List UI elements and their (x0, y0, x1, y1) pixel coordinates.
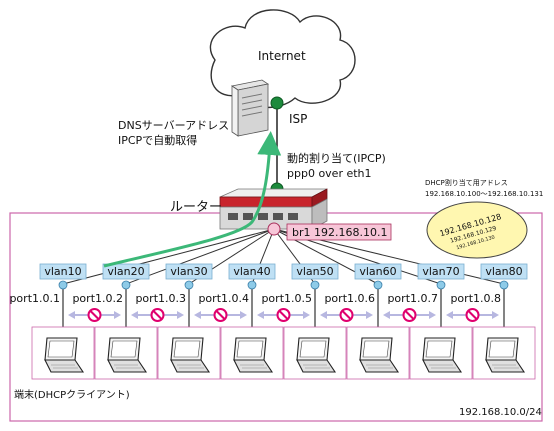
block-arrow-head (303, 311, 310, 319)
dhcp-pool-ellipse (426, 201, 528, 259)
vlan-label-box (480, 263, 528, 280)
vlan-label: vlan30 (170, 265, 207, 278)
bridge-dot (267, 222, 281, 236)
ipcp-note-line-2: ppp0 over eth1 (287, 167, 372, 180)
port-label: port1.0.7 (387, 292, 438, 305)
dns-note-line-2: IPCPで自動取得 (118, 133, 197, 147)
block-arrow-head (177, 311, 184, 319)
port-dot (499, 280, 509, 290)
port-dot (121, 280, 131, 290)
lan-layer: vlan10 port1.0.1 vlan20 port1.0.2 vlan30 port… (9, 228, 536, 380)
ipcp-note: 動的割り当て(IPCP) ppp0 over eth1 (287, 151, 389, 180)
port-label: port1.0.6 (324, 292, 375, 305)
block-arrow-head (366, 311, 373, 319)
blocked-forwarding-marker (383, 308, 436, 322)
isp-port-dot (270, 96, 284, 110)
laptop-icon (485, 337, 526, 373)
blocked-forwarding-marker (320, 308, 373, 322)
laptop-icon (44, 337, 85, 373)
no-entry-slash (341, 310, 352, 320)
dhcp-title-line-1: DHCP割り当て用アドレス (425, 178, 508, 187)
no-entry-slash (89, 310, 100, 320)
laptop-icon (296, 337, 337, 373)
block-arrow-head (446, 311, 453, 319)
port-label: port1.0.5 (261, 292, 312, 305)
router-label: ルーター (170, 200, 222, 215)
blocked-forwarding-marker (68, 308, 121, 322)
vlan-label: vlan20 (107, 265, 144, 278)
port-dot (436, 280, 446, 290)
laptop-icon (107, 337, 148, 373)
block-arrow-head (114, 311, 121, 319)
port-label: port1.0.4 (198, 292, 249, 305)
port-label: port1.0.3 (135, 292, 186, 305)
internet-label: Internet (258, 49, 306, 63)
dns-note-line-1: DNSサーバーアドレス (118, 119, 229, 132)
no-entry-slash (215, 310, 226, 320)
laptop-icon (359, 337, 400, 373)
dhcp-title-line-2: 192.168.10.100～192.168.10.131 (425, 190, 543, 198)
dns-note: DNSサーバーアドレス IPCPで自動取得 (118, 119, 233, 147)
vlan-label: vlan60 (359, 265, 396, 278)
port-dot (58, 280, 68, 290)
port-dot (184, 280, 194, 290)
no-entry-slash (152, 310, 163, 320)
block-arrow-head (240, 311, 247, 319)
blocked-forwarding-marker (194, 308, 247, 322)
vlan-label-box (417, 263, 465, 280)
ipcp-note-line-1: 動的割り当て(IPCP) (287, 151, 386, 165)
no-entry-slash (467, 310, 478, 320)
vlan-label: vlan10 (44, 265, 81, 278)
block-arrow-head (68, 311, 75, 319)
laptop-icon (233, 337, 274, 373)
block-arrow-head (257, 311, 264, 319)
vlan-label: vlan50 (296, 265, 333, 278)
port-dot (373, 280, 383, 290)
vlan-label-box (291, 263, 339, 280)
port-dot (310, 280, 320, 290)
block-arrow-head (194, 311, 201, 319)
default-route-arrow (103, 131, 282, 268)
block-arrow-head (429, 311, 436, 319)
vlan-label: vlan40 (233, 265, 270, 278)
vlan-label-box (228, 263, 276, 280)
block-arrow-head (131, 311, 138, 319)
no-entry-slash (404, 310, 415, 320)
vlan-label-box (102, 263, 150, 280)
blocked-forwarding-marker (257, 308, 310, 322)
isp-label: ISP (289, 112, 307, 126)
clients-label: 端末(DHCPクライアント) (14, 388, 130, 401)
port-dot (247, 280, 257, 290)
dhcp-title: DHCP割り当て用アドレス 192.168.10.100～192.168.10.… (425, 178, 543, 198)
no-entry-slash (278, 310, 289, 320)
vlan-label-box (354, 263, 402, 280)
vlan-label-box (165, 263, 213, 280)
blocked-forwarding-marker (446, 308, 499, 322)
vlan-label: vlan80 (485, 265, 522, 278)
bridge-label-box (286, 223, 392, 241)
block-arrow-head (383, 311, 390, 319)
fanout-line (62, 228, 275, 285)
subnet-label: 192.168.10.0/24 (459, 407, 542, 418)
router-icon (219, 188, 328, 230)
bridge-label: br1 192.168.10.1 (292, 226, 387, 239)
port-label: port1.0.2 (72, 292, 123, 305)
laptop-icon (170, 337, 211, 373)
port-label: port1.0.8 (450, 292, 501, 305)
vlan-label-box (39, 263, 87, 280)
block-arrow-head (320, 311, 327, 319)
laptop-icon (422, 337, 463, 373)
block-arrow-head (492, 311, 499, 319)
dns-server-icon (230, 79, 270, 137)
fanout-line (125, 228, 275, 285)
vlan-label: vlan70 (422, 265, 459, 278)
blocked-forwarding-marker (131, 308, 184, 322)
port-label: port1.0.1 (9, 292, 60, 305)
